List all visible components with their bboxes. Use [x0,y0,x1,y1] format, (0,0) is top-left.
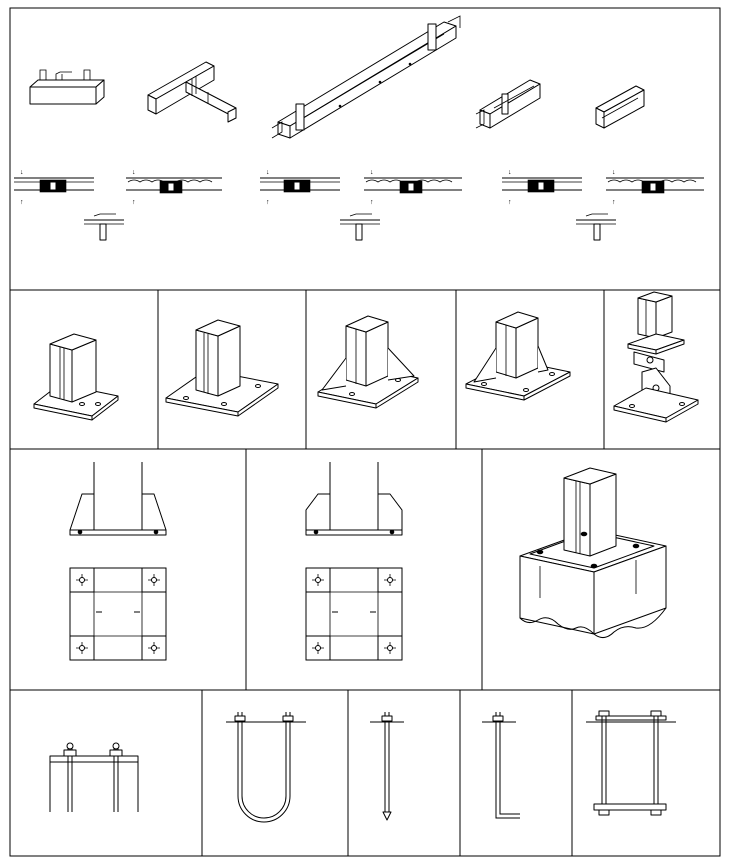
svg-text:↓: ↓ [370,169,374,176]
svg-text:↓: ↓ [508,169,512,176]
svg-text:↓: ↓ [20,169,24,176]
bolt-marks-a [76,574,160,654]
short-channel-piece [595,85,645,129]
svg-text:↓: ↓ [266,169,270,176]
straight-anchor-bolt [370,712,404,821]
column-on-concrete-footing [519,467,667,638]
bolt-marks-b [312,574,396,654]
strip-6: ↓ ↑ [606,169,704,206]
tee-beam-joint [147,61,237,123]
column-base-stiffened [317,315,419,409]
section-strips: ↓ ↑ ↓ ↑ ↓ ↑ ↓ ↑ [14,169,704,206]
section-detail-b [340,213,380,241]
strip-3: ↓ ↑ [260,169,340,206]
double-anchor-bolts [49,742,139,812]
base-elevation-plan-b [305,462,403,661]
svg-text:↑: ↑ [132,199,136,206]
base-elevation-plan-a [69,462,167,661]
strip-1: ↓ ↑ [14,169,94,206]
svg-text:↑: ↑ [508,199,512,206]
l-anchor-bolt [482,712,520,819]
section-detail-a [84,213,124,241]
sheet-frame [9,7,721,857]
strip-5: ↓ ↑ [502,169,582,206]
svg-text:↑: ↑ [20,199,24,206]
strip-4: ↓ ↑ [364,169,462,206]
anchor-nuts [536,531,640,569]
u-anchor-bolt [226,712,306,823]
channel-end-splice [475,79,541,129]
long-channel-splice [271,15,461,139]
svg-text:↑: ↑ [612,199,616,206]
svg-text:↓: ↓ [612,169,616,176]
column-base-gusset [465,311,571,401]
framed-anchor-bolts [586,710,676,816]
column-base-hinged [613,291,699,423]
svg-text:↑: ↑ [266,199,270,206]
svg-text:↓: ↓ [132,169,136,176]
column-base-plain [33,333,119,421]
column-base-wide [165,319,279,417]
svg-text:↑: ↑ [370,199,374,206]
section-detail-c [576,213,616,241]
short-channel-clip [29,69,105,105]
strip-2: ↓ ↑ [126,169,222,206]
